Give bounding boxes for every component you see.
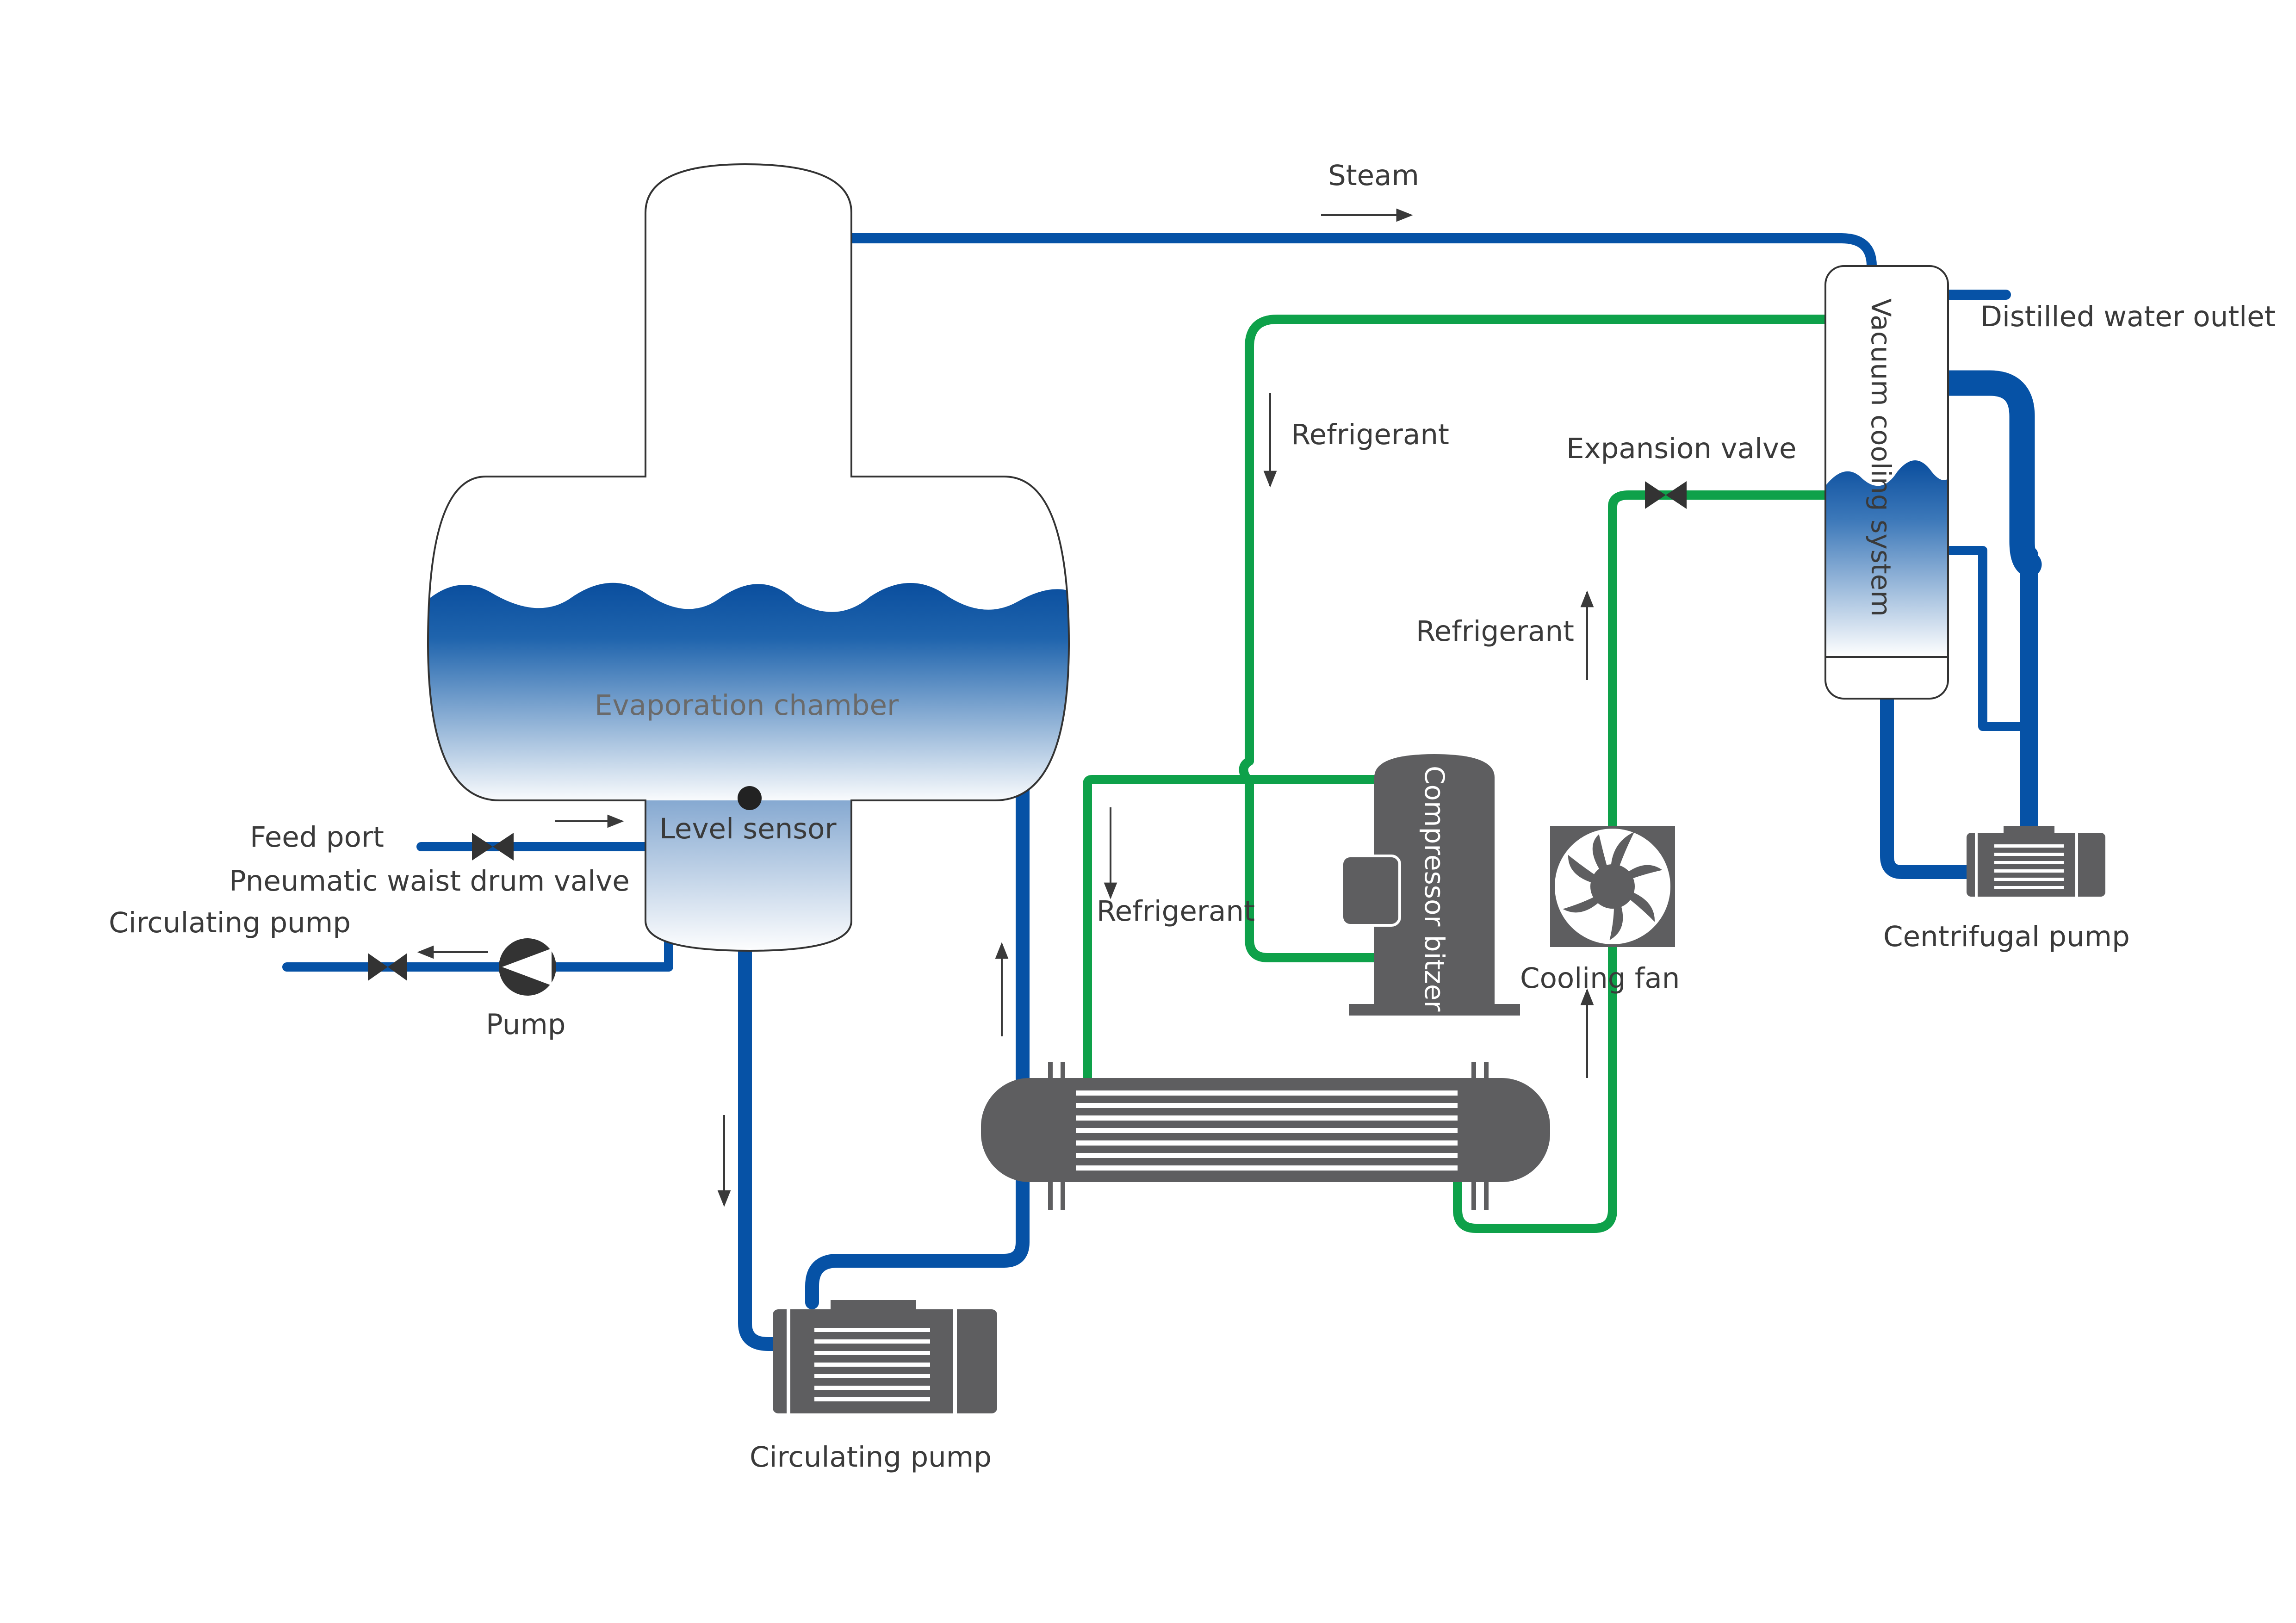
centrifugal-pump [1967, 826, 2105, 897]
cooling-fan-icon [1550, 826, 1675, 947]
feed-port-label: Feed port [250, 821, 384, 854]
vacuum-cooling-system [1824, 265, 1949, 700]
evaporation-chamber-label: Evaporation chamber [595, 689, 899, 722]
flow-arrows [417, 208, 1594, 1207]
vacuum-cooling-label: Vacuum cooling system [1865, 298, 1897, 617]
compressor [1340, 754, 1520, 1016]
expansion-valve-icon [1645, 481, 1687, 509]
vacuum-bottom-pipe [1880, 692, 1978, 879]
heat-exchanger [981, 1062, 1550, 1210]
water-pipes [282, 233, 2042, 1351]
vacuum-side-pipe [1943, 546, 2034, 731]
pneumatic-valve-label: Pneumatic waist drum valve [229, 865, 630, 898]
circulation-valve-icon [368, 953, 407, 981]
refrigerant-label-top: Refrigerant [1291, 418, 1449, 451]
refrigerant-label-mid: Refrigerant [1416, 615, 1574, 648]
pump-label: Pump [486, 1008, 566, 1041]
steam-label: Steam [1328, 159, 1419, 192]
compressor-label: Compressor bitzer [1419, 766, 1450, 1012]
refrigerant-top-pipe [1245, 315, 1830, 766]
chamber-outline [427, 163, 1070, 952]
pump-to-exchanger-pipe [805, 1168, 1030, 1309]
chamber-neck-water [645, 800, 851, 951]
vacuum-return-pipe [1935, 370, 2042, 577]
level-sensor-dot [738, 786, 762, 810]
circulating-pump-bottom [773, 1300, 997, 1413]
tank-to-pump-pipe [738, 942, 794, 1351]
centrifugal-pump-label: Centrifugal pump [1883, 920, 2130, 953]
refrigerant-pipes [1083, 315, 1830, 1233]
feed-valve-icon [472, 833, 514, 861]
cooling-fan-label: Cooling fan [1520, 962, 1680, 995]
compressor-out-pipe [1083, 775, 1388, 1092]
steam-pipe [846, 233, 1877, 271]
expansion-valve-label: Expansion valve [1566, 432, 1797, 465]
distilled-water-outlet-label: Distilled water outlet [1980, 300, 2276, 333]
circulating-pump-label-left: Circulating pump [109, 906, 351, 939]
circulating-pump-label-bottom: Circulating pump [750, 1441, 992, 1474]
vacuum-outline [1824, 265, 1949, 700]
chamber-water [428, 582, 1069, 805]
refrigerant-label-left: Refrigerant [1097, 895, 1255, 928]
refrigerant-to-compressor [1245, 777, 1388, 962]
exchanger-to-fan-pipe [1453, 490, 1830, 1233]
pump-icon [499, 938, 556, 996]
level-sensor-label: Level sensor [659, 812, 837, 845]
vacuum-water [1825, 460, 1948, 657]
